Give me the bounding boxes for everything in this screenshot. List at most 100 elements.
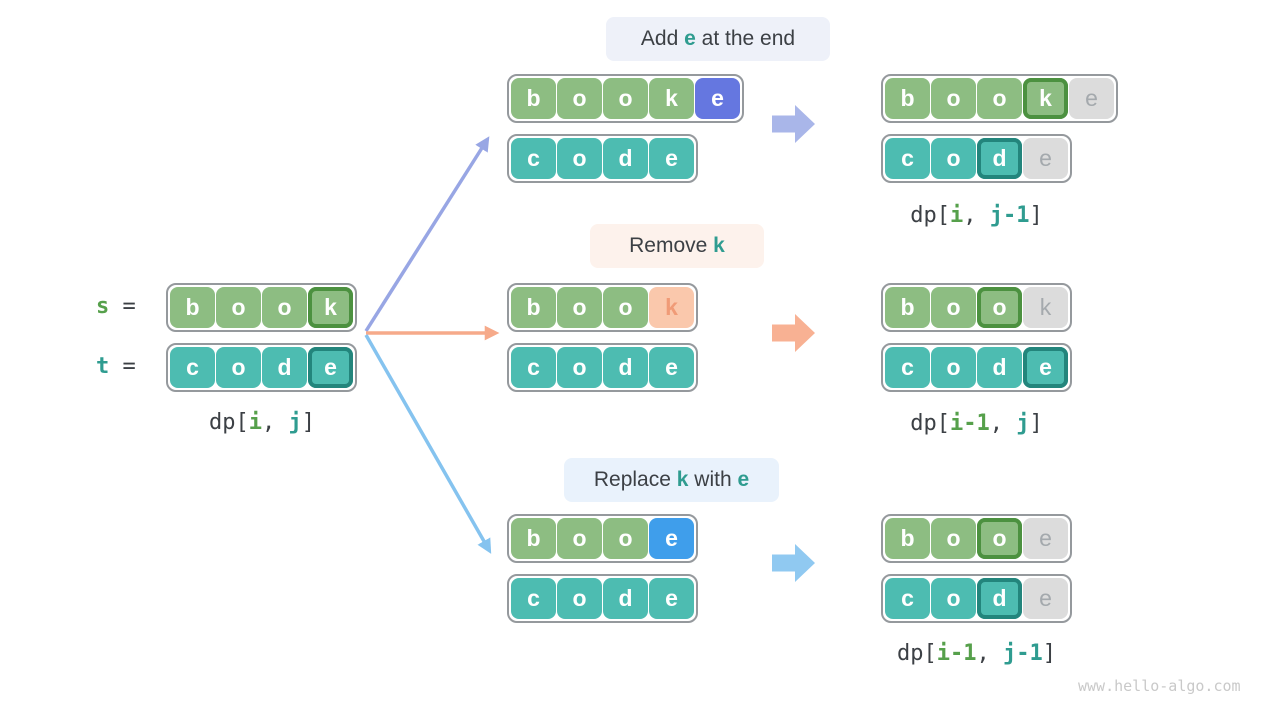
label-part: Remove	[629, 234, 714, 257]
char-cell: k	[1023, 287, 1068, 328]
dp-part: ,	[963, 203, 990, 228]
char-cell: d	[603, 578, 648, 619]
char-cell: c	[170, 347, 215, 388]
char-cell: o	[931, 287, 976, 328]
replace-s-array: b o o e	[507, 514, 698, 563]
char-cell: e	[1023, 138, 1068, 179]
char-cell: e	[649, 518, 694, 559]
char-cell: b	[885, 287, 930, 328]
dp-part: j-1	[1003, 641, 1043, 666]
label-part: Replace	[593, 468, 677, 491]
t-var-name: t	[96, 354, 110, 379]
char-cell: b	[511, 78, 556, 119]
result-remove-s-array: b o o k	[881, 283, 1072, 332]
char-cell: e	[1023, 347, 1068, 388]
arrow-to-replace-branch	[364, 334, 492, 554]
dp-part: ]	[1029, 203, 1043, 228]
label-remove-operation: Remove k	[590, 224, 764, 268]
dp-part: dp[	[910, 411, 950, 436]
result-remove-t-array: c o d e	[881, 343, 1072, 392]
dp-part: ,	[989, 411, 1017, 436]
char-cell: e	[1069, 78, 1114, 119]
dp-part: i-1	[950, 411, 990, 436]
char-cell: c	[511, 578, 556, 619]
char-cell: o	[931, 518, 976, 559]
label-part: e	[737, 468, 750, 491]
dp-part: i	[950, 203, 964, 228]
char-cell: o	[977, 518, 1022, 559]
char-cell: o	[557, 578, 602, 619]
s-var-name: s	[96, 294, 110, 319]
char-cell: o	[931, 78, 976, 119]
char-cell: o	[977, 287, 1022, 328]
char-cell: k	[308, 287, 353, 328]
char-cell: o	[931, 138, 976, 179]
dp-part: ]	[1029, 411, 1043, 436]
char-cell: b	[511, 518, 556, 559]
char-cell: o	[977, 78, 1022, 119]
char-cell: b	[885, 518, 930, 559]
block-arrow-replace-icon	[772, 544, 815, 582]
dp-part: i-1	[936, 641, 977, 666]
char-cell: b	[511, 287, 556, 328]
char-cell: e	[1023, 578, 1068, 619]
add-s-array: b o o k e	[507, 74, 744, 123]
char-cell: k	[649, 78, 694, 119]
dp-label-add: dp[i, j-1]	[881, 203, 1072, 228]
char-cell: e	[649, 138, 694, 179]
char-cell: o	[603, 287, 648, 328]
result-replace-s-array: b o o e	[881, 514, 1072, 563]
s-variable-label: s =	[96, 283, 136, 330]
dp-label-remove: dp[i-1, j]	[881, 411, 1072, 436]
char-cell: o	[557, 347, 602, 388]
char-cell: o	[557, 287, 602, 328]
remove-s-array: b o o k	[507, 283, 698, 332]
char-cell: d	[977, 578, 1022, 619]
char-cell: d	[262, 347, 307, 388]
char-cell: o	[931, 347, 976, 388]
block-arrow-add-icon	[772, 105, 815, 143]
dp-part: j-1	[989, 203, 1030, 228]
watermark: www.hello-algo.com	[1078, 677, 1241, 695]
char-cell: k	[649, 287, 694, 328]
dp-part: ]	[1042, 641, 1056, 666]
char-cell: o	[931, 578, 976, 619]
left-t-array: c o d e	[166, 343, 357, 392]
char-cell: b	[170, 287, 215, 328]
char-cell: d	[603, 347, 648, 388]
label-part: e	[684, 27, 696, 50]
dp-part: ,	[262, 410, 289, 435]
dp-part: ,	[976, 641, 1003, 666]
char-cell: k	[1023, 78, 1068, 119]
char-cell: e	[308, 347, 353, 388]
left-s-array: b o o k	[166, 283, 357, 332]
char-cell: o	[603, 518, 648, 559]
char-cell: o	[557, 518, 602, 559]
dp-part: j	[1016, 411, 1030, 436]
label-part: k	[676, 468, 689, 491]
dp-label-current: dp[i, j]	[166, 410, 358, 435]
dp-part: dp[	[897, 641, 937, 666]
char-cell: d	[603, 138, 648, 179]
dp-part: ]	[301, 410, 315, 435]
char-cell: d	[977, 138, 1022, 179]
char-cell: e	[1023, 518, 1068, 559]
result-add-t-array: c o d e	[881, 134, 1072, 183]
label-part: at the end	[695, 27, 796, 50]
equals-sign: =	[109, 294, 136, 319]
replace-t-array: c o d e	[507, 574, 698, 623]
label-part: Add	[640, 27, 685, 50]
char-cell: c	[885, 578, 930, 619]
char-cell: e	[695, 78, 740, 119]
add-t-array: c o d e	[507, 134, 698, 183]
char-cell: d	[977, 347, 1022, 388]
dp-part: dp[	[209, 410, 249, 435]
dp-part: j	[288, 410, 302, 435]
label-part: k	[713, 234, 725, 257]
char-cell: c	[885, 138, 930, 179]
result-replace-t-array: c o d e	[881, 574, 1072, 623]
char-cell: e	[649, 578, 694, 619]
dp-label-replace: dp[i-1, j-1]	[881, 641, 1072, 666]
dp-part: dp[	[910, 203, 950, 228]
label-replace-operation: Replace k with e	[564, 458, 779, 502]
